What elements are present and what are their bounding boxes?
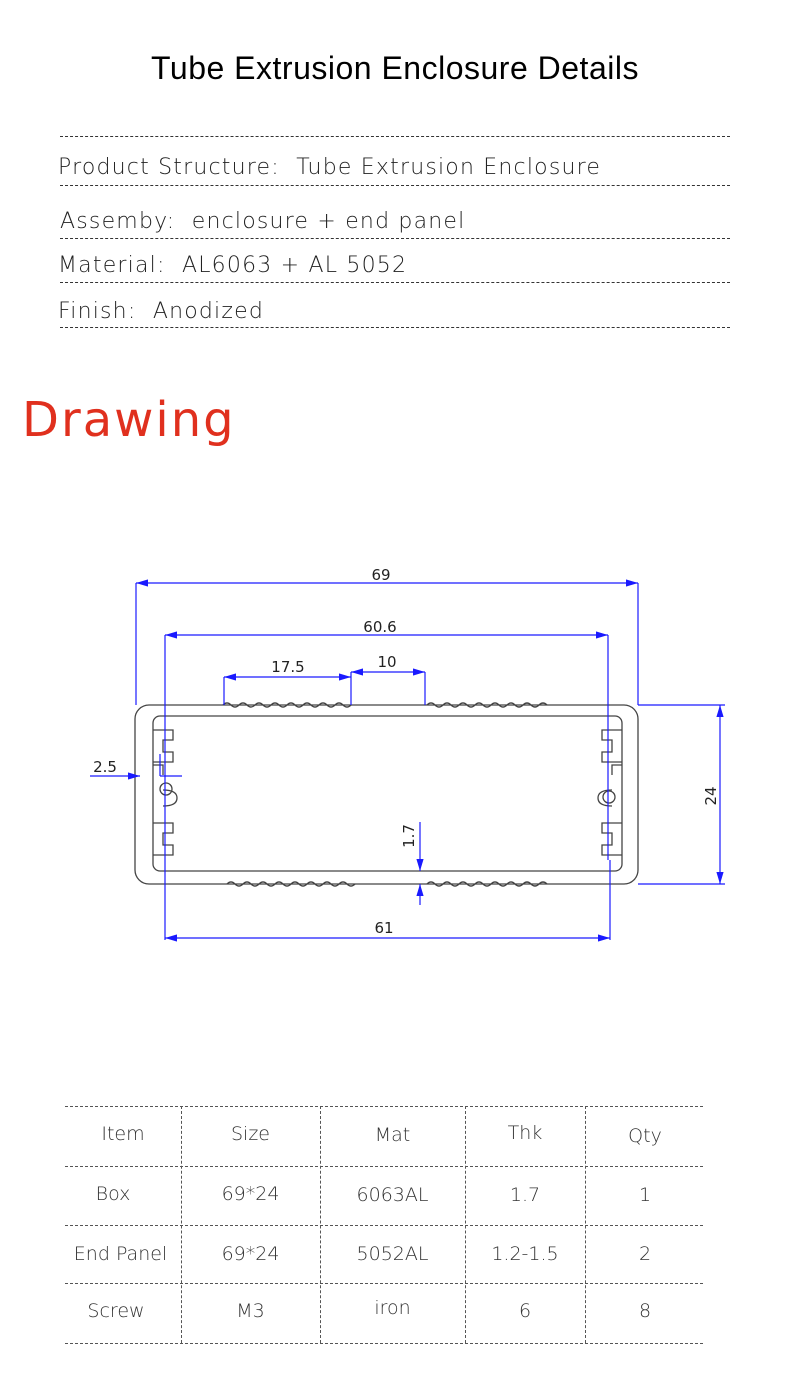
dim-bottom-width: 61: [374, 919, 393, 937]
table-header-qty: Qty: [628, 1125, 662, 1147]
table-cell: 2: [638, 1243, 652, 1265]
spec-material: Material: AL6063 + AL 5052: [58, 253, 408, 278]
table-cell: 1.7: [509, 1184, 541, 1206]
dim-height: 24: [702, 786, 720, 805]
dim-wall-thickness: 1.7: [400, 824, 418, 848]
divider: [60, 327, 730, 328]
enclosure-profile: [134, 702, 639, 887]
enclosure-drawing: 69 60.6 17.5 10 2.5 1.7 24 61: [90, 566, 725, 942]
table-header-mat: Mat: [374, 1124, 411, 1146]
divider: [60, 238, 730, 239]
table-cell: M3: [236, 1300, 265, 1322]
dim-inner-width: 60.6: [363, 618, 396, 636]
table-header-item: Item: [101, 1123, 145, 1145]
drawing-heading: Drawing: [22, 392, 236, 448]
dim-groove-offset: 17.5: [271, 658, 304, 676]
table-cell: Screw: [87, 1300, 145, 1322]
table-cell: 69*24: [221, 1243, 280, 1265]
table-header-thk: Thk: [507, 1122, 543, 1144]
table-cell: 1.2-1.5: [491, 1243, 559, 1265]
table-cell: 5052AL: [356, 1243, 429, 1265]
dimension-lines: [90, 579, 725, 942]
dim-side-wall: 2.5: [93, 758, 117, 776]
table-cell: 6: [518, 1300, 532, 1322]
divider: [60, 282, 730, 283]
dim-overall-width: 69: [371, 566, 390, 584]
page-title: Tube Extrusion Enclosure Details: [151, 50, 639, 86]
spec-finish: Finish: Anodized: [58, 299, 265, 324]
table-cell: Box: [95, 1183, 131, 1205]
table-cell: 6063AL: [356, 1184, 429, 1206]
divider: [60, 185, 730, 186]
table-header-size: Size: [230, 1123, 270, 1145]
dim-groove-gap: 10: [377, 653, 396, 671]
spec-assembly: Assemby: enclosure + end panel: [60, 209, 466, 234]
table-cell: End Panel: [73, 1243, 168, 1265]
divider: [60, 136, 730, 137]
table-cell: iron: [374, 1297, 411, 1319]
table-cell: 69*24: [221, 1183, 280, 1205]
table-cell: 8: [638, 1300, 652, 1322]
spec-product-structure: Product Structure: Tube Extrusion Enclos…: [58, 155, 602, 180]
table-cell: 1: [638, 1184, 652, 1206]
